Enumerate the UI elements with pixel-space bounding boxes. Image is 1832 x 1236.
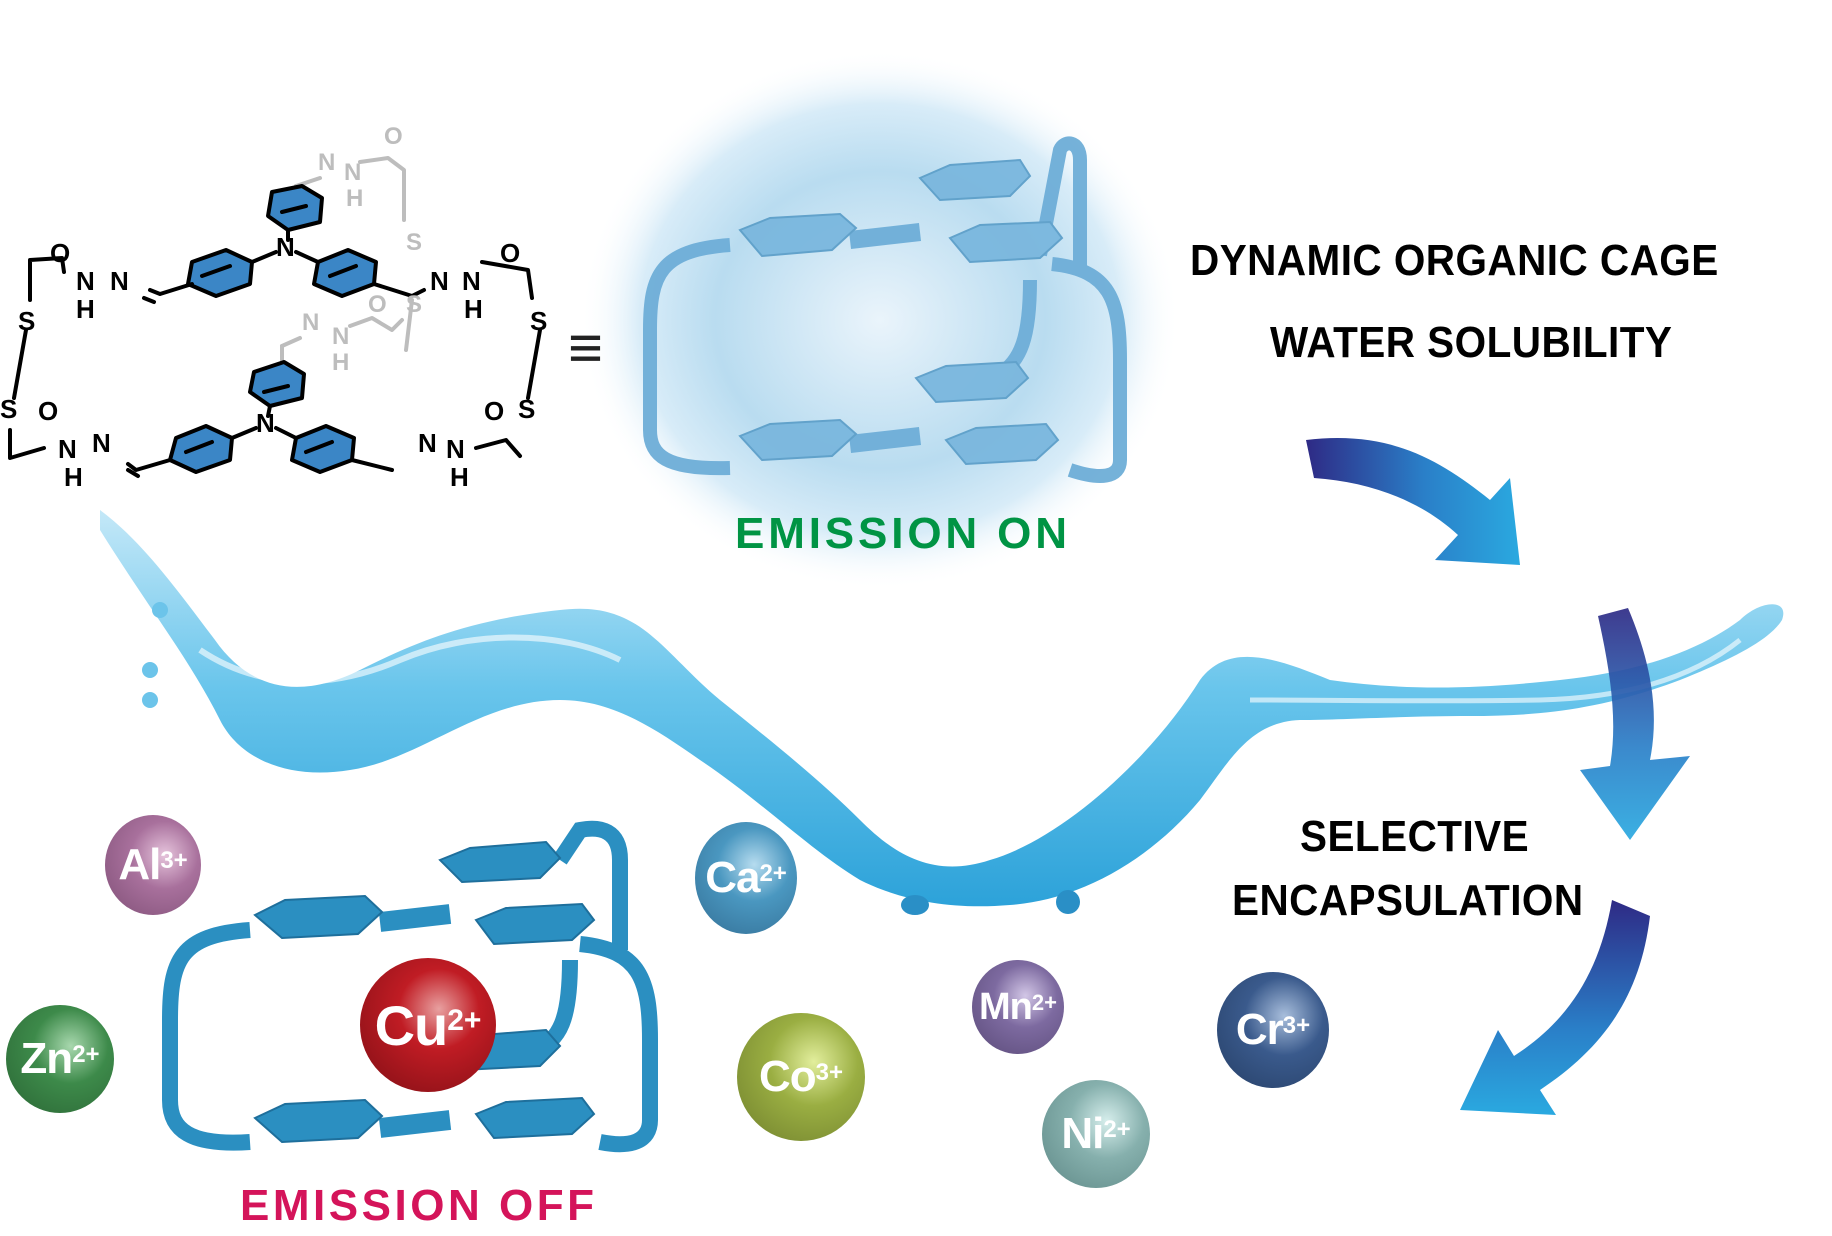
water-splash — [100, 510, 1784, 915]
ion-symbol: Ca — [705, 853, 760, 902]
atom-o: O — [500, 238, 520, 268]
atom-n: N — [418, 428, 437, 458]
ion-symbol: Cu — [374, 993, 449, 1057]
cage-emission-on — [643, 136, 1127, 483]
atom-n: N — [446, 434, 465, 464]
atom-n: N — [76, 266, 95, 296]
atom-n: N — [462, 266, 481, 296]
ion-charge: 2+ — [1031, 990, 1057, 1015]
ion-charge: 3+ — [1282, 1012, 1311, 1039]
ion-symbol: Al — [118, 840, 161, 889]
arrow-curved-2 — [1580, 608, 1690, 840]
equivalence-symbol: ≡ — [568, 314, 603, 381]
atom-h: H — [64, 462, 83, 492]
atom-n: N — [58, 434, 77, 464]
emission-off-label: EMISSION OFF — [240, 1181, 594, 1230]
ion-symbol: Cr — [1235, 1005, 1284, 1054]
atom-n: N — [302, 309, 319, 336]
heading-line-1: DYNAMIC ORGANIC CAGE — [1190, 236, 1719, 285]
atom-o: O — [384, 123, 403, 150]
atom-s: S — [406, 229, 422, 256]
atom-s: S — [0, 394, 17, 424]
atom-h: H — [450, 462, 469, 492]
atom-s: S — [406, 291, 422, 318]
ion-symbol: Zn — [20, 1034, 73, 1083]
ion-symbol: Mn — [979, 985, 1033, 1028]
atom-s: S — [518, 394, 535, 424]
cage-emission-off — [162, 820, 658, 1153]
atom-h: H — [332, 349, 349, 376]
atom-n: N — [256, 408, 275, 438]
ion-symbol: Co — [758, 1052, 817, 1101]
ion-charge: 3+ — [160, 847, 188, 874]
encapsulation-label: ENCAPSULATION — [1232, 876, 1584, 925]
atom-n: N — [430, 266, 449, 296]
atom-n: N — [276, 232, 295, 262]
atom-o: O — [368, 291, 387, 318]
ion-charge: 2+ — [1103, 1116, 1131, 1143]
ion-charge: 2+ — [759, 860, 787, 887]
atom-o: O — [38, 396, 58, 426]
atom-labels: N N O N H N S S O N H N N N H O S S O N … — [0, 232, 547, 492]
atom-s: S — [18, 306, 35, 336]
emission-on-label: EMISSION ON — [735, 509, 1067, 558]
atom-h: H — [346, 185, 363, 212]
ion-symbol: Ni — [1061, 1109, 1104, 1158]
heading-line-2: WATER SOLUBILITY — [1270, 318, 1673, 367]
atom-n: N — [344, 159, 361, 186]
atom-h: H — [464, 294, 483, 324]
atom-n: N — [92, 428, 111, 458]
ion-charge: 3+ — [815, 1059, 844, 1086]
atom-o: O — [484, 396, 504, 426]
atom-labels-back: N N H O S S O N N H — [302, 123, 422, 376]
ion-charge: 2+ — [72, 1041, 100, 1068]
selective-label: SELECTIVE — [1300, 812, 1530, 861]
atom-h: H — [76, 294, 95, 324]
atom-s: S — [530, 306, 547, 336]
atom-o: O — [50, 238, 70, 268]
arrow-curved-3 — [1460, 900, 1650, 1115]
ion-charge: 2+ — [447, 1004, 482, 1037]
arrow-curved-1 — [1306, 438, 1520, 565]
chemical-structure — [8, 156, 542, 478]
atom-n: N — [332, 323, 349, 350]
atom-n: N — [318, 149, 335, 176]
atom-n: N — [110, 266, 129, 296]
